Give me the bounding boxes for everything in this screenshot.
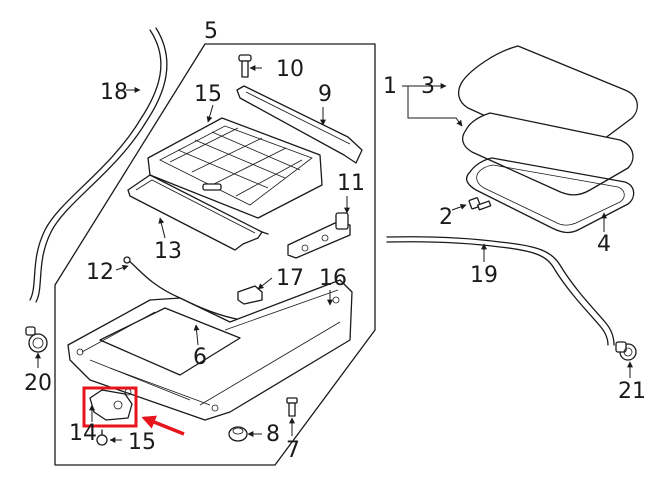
callout-19: 19 — [470, 263, 498, 288]
highlight-box — [82, 386, 138, 428]
highlight-arrow — [141, 415, 185, 436]
callout-13: 13 — [154, 239, 182, 264]
callout-11: 11 — [337, 171, 365, 196]
callout-20: 20 — [24, 371, 52, 396]
callout-17: 17 — [276, 266, 304, 291]
bolt-15-lower — [96, 429, 108, 446]
drain-valve-left — [25, 326, 48, 353]
callout-6: 6 — [193, 345, 207, 370]
drain-valve-right — [615, 341, 637, 361]
leader-lines — [35, 65, 633, 443]
callout-16: 16 — [319, 266, 347, 291]
callout-18: 18 — [100, 80, 128, 105]
callout-10: 10 — [276, 57, 304, 82]
callout-5: 5 — [204, 19, 218, 44]
grommet-8 — [228, 426, 248, 442]
sunroof-bracket-14 — [89, 388, 133, 421]
assembly-outline — [54, 43, 376, 466]
frame-seal — [127, 174, 269, 251]
sunroof-glass — [457, 45, 638, 155]
callout-15-bottom: 15 — [128, 430, 156, 455]
callout-1: 1 — [383, 74, 397, 99]
sunroof-motor-bracket — [287, 212, 351, 259]
callout-7: 7 — [286, 438, 300, 463]
callout-3: 3 — [421, 74, 435, 99]
callout-4: 4 — [597, 232, 611, 257]
callout-8: 8 — [266, 422, 280, 447]
callout-9: 9 — [318, 82, 332, 107]
bolt-2 — [468, 197, 492, 211]
sunshade-panel — [147, 117, 323, 219]
wind-deflector-rail — [236, 85, 363, 164]
clip-17 — [237, 285, 263, 305]
sunroof-frame — [67, 279, 353, 421]
bolt-10 — [238, 54, 252, 78]
callout-21: 21 — [618, 379, 646, 404]
callout-14: 14 — [69, 421, 97, 446]
drain-hose-front-left — [29, 27, 168, 303]
callout-15-top: 15 — [194, 82, 222, 107]
bolt-7 — [286, 397, 298, 417]
callout-12: 12 — [86, 260, 114, 285]
drain-hose-rear-right — [386, 236, 615, 346]
callout-2: 2 — [439, 205, 453, 230]
